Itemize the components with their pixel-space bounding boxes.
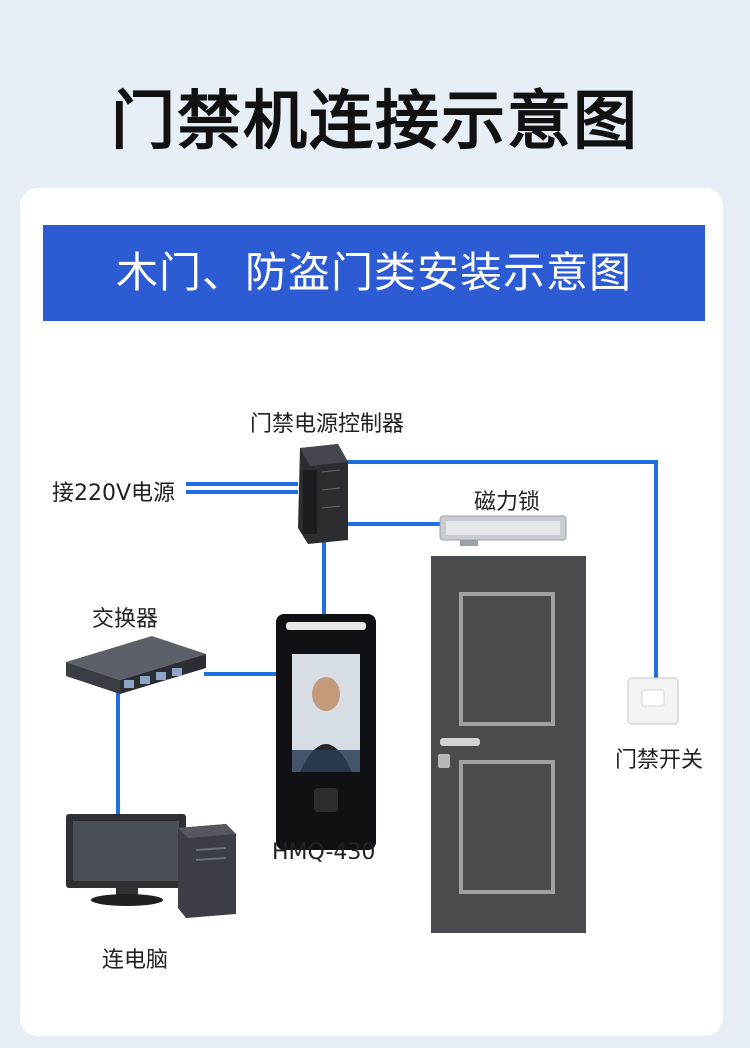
computer-label: 连电脑 xyxy=(102,948,169,973)
device-label: HMQ-430 xyxy=(272,840,376,865)
power-label: 接220V电源 xyxy=(52,481,176,506)
face-recognition-device-icon xyxy=(276,614,376,850)
section-banner: 木门、防盗门类安装示意图 xyxy=(43,225,705,321)
network-switch-icon xyxy=(66,636,206,694)
maglock-label: 磁力锁 xyxy=(474,490,541,515)
exit-button-wire xyxy=(346,460,658,680)
door-icon xyxy=(431,556,586,933)
page-title: 门禁机连接示意图 xyxy=(111,85,639,159)
switch-label: 交换器 xyxy=(92,607,159,632)
wires xyxy=(116,460,658,814)
power-controller-icon xyxy=(298,444,348,544)
exit-button-label: 门禁开关 xyxy=(615,748,704,773)
controller-label: 门禁电源控制器 xyxy=(250,412,405,437)
computer-icon xyxy=(66,814,236,918)
exit-button-icon xyxy=(627,677,679,725)
magnetic-lock-icon xyxy=(439,515,567,546)
